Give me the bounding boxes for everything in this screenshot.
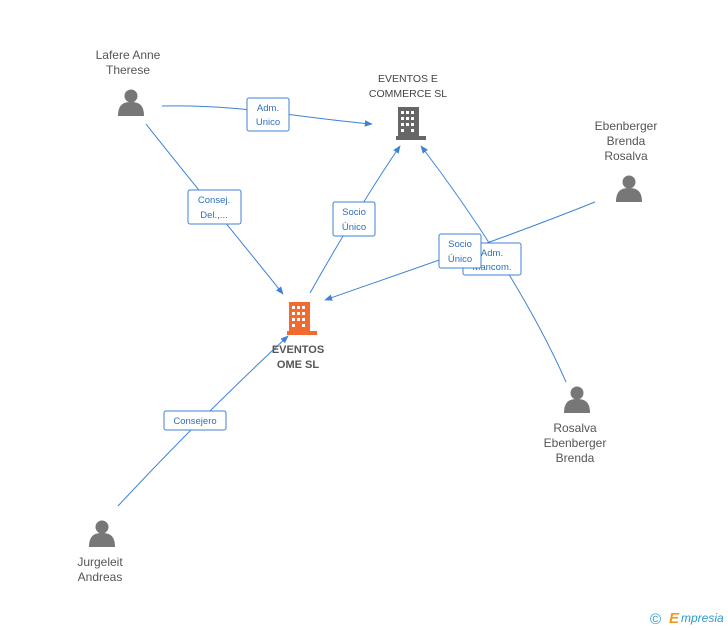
edge-label-ebenberger-ome[interactable]: Socio Único — [438, 233, 482, 269]
brand-name: mpresia — [681, 611, 724, 625]
person-name-line1: Lafere Anne — [96, 48, 161, 62]
company-node-commerce[interactable]: EVENTOS E COMMERCE SL — [369, 73, 447, 140]
building-icon — [396, 107, 426, 140]
edge-label-line1: Consej. — [198, 195, 230, 206]
person-name-line1: Ebenberger — [595, 119, 658, 133]
edge-label-line2: Unico — [256, 117, 280, 128]
person-icon — [118, 89, 144, 116]
company-node-ome[interactable]: EVENTOS OME SL — [272, 302, 324, 371]
edge-label-line1: Socio — [342, 207, 366, 218]
company-name-line2: OME SL — [277, 359, 319, 371]
person-name-line3: Rosalva — [604, 149, 648, 163]
brand-initial: E — [669, 610, 680, 627]
person-node-jurgeleit[interactable]: Jurgeleit Andreas — [77, 520, 123, 585]
person-icon — [89, 520, 115, 547]
person-name-line1: Rosalva — [553, 421, 597, 435]
edge-label-lafere-commerce[interactable]: Adm. Unico — [246, 97, 290, 132]
edge-label-ome-commerce[interactable]: Socio Único — [332, 201, 376, 237]
empresia-watermark: © E mpresia — [650, 610, 724, 628]
edge-label-line1: Consejero — [173, 416, 216, 427]
copyright-icon: © — [650, 611, 661, 628]
person-icon — [616, 175, 642, 202]
company-name-line2: COMMERCE SL — [369, 88, 447, 100]
company-name-line1: EVENTOS E — [378, 73, 438, 85]
edge-label-line1: Adm. — [257, 103, 279, 114]
person-name-line3: Brenda — [556, 451, 595, 465]
person-name-line2: Therese — [106, 63, 150, 77]
person-icon — [564, 386, 590, 413]
edge-label-line1: Socio — [448, 239, 472, 250]
edge-label-line1: Adm. — [481, 248, 503, 259]
person-node-lafere[interactable]: Lafere Anne Therese — [96, 48, 161, 116]
company-name-line1: EVENTOS — [272, 344, 324, 356]
person-node-rosalva[interactable]: Rosalva Ebenberger Brenda — [544, 386, 607, 466]
edge-label-lafere-ome[interactable]: Consej. Del.,... — [187, 189, 242, 225]
person-node-ebenberger[interactable]: Ebenberger Brenda Rosalva — [595, 119, 658, 202]
edge-label-line2: Mancom. — [472, 262, 511, 273]
edge-label-line2: Único — [342, 222, 366, 233]
person-name-line2: Andreas — [78, 570, 123, 584]
edge-label-jurgeleit-ome[interactable]: Consejero — [163, 410, 227, 431]
edge-label-line2: Del.,... — [200, 210, 227, 221]
person-name-line1: Jurgeleit — [77, 555, 123, 569]
person-name-line2: Brenda — [607, 134, 646, 148]
person-name-line2: Ebenberger — [544, 436, 607, 450]
edge-label-line2: Único — [448, 254, 472, 265]
building-icon — [287, 302, 317, 335]
